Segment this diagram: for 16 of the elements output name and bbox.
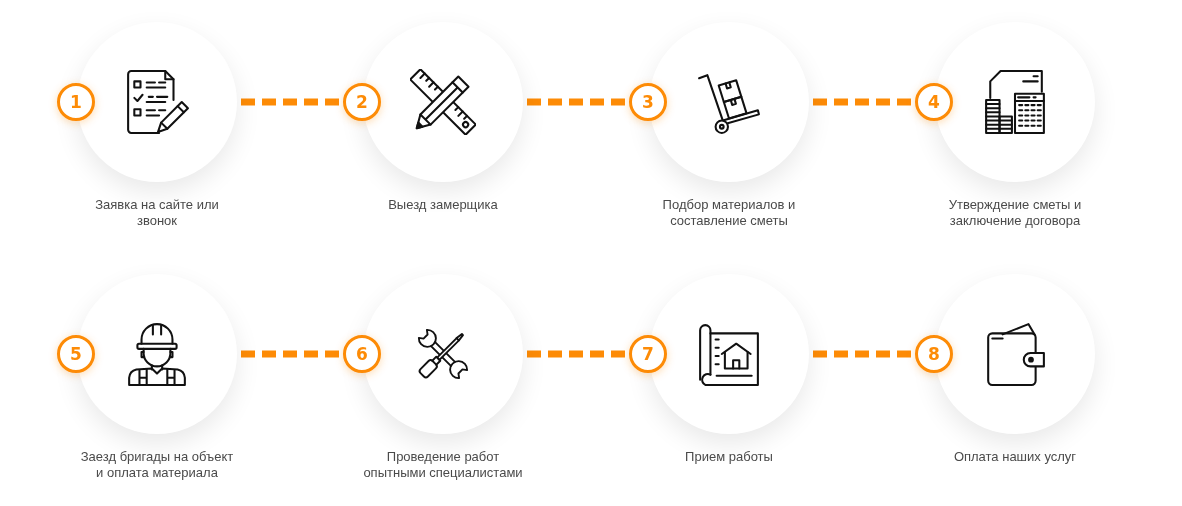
- step-caption: Утверждение сметы и заключение договора: [947, 197, 1083, 229]
- step-caption: Прием работы: [684, 449, 774, 465]
- step-number: 7: [629, 335, 667, 373]
- step-number: 6: [343, 335, 381, 373]
- step-caption: Выезд замерщика: [387, 197, 499, 213]
- step-caption: Проведение работ опытными специалистами: [362, 449, 524, 481]
- step-number: 1: [57, 83, 95, 121]
- step-number: 8: [915, 335, 953, 373]
- step-number: 3: [629, 83, 667, 121]
- step-caption: Заезд бригады на объект и оплата материала: [79, 449, 235, 481]
- step-number: 5: [57, 335, 95, 373]
- step-number: 2: [343, 83, 381, 121]
- step-caption: Заявка на сайте или звонок: [94, 197, 220, 229]
- step-caption: Оплата наших услуг: [952, 449, 1078, 465]
- step-caption: Подбор материалов и составление сметы: [661, 197, 797, 229]
- step-number: 4: [915, 83, 953, 121]
